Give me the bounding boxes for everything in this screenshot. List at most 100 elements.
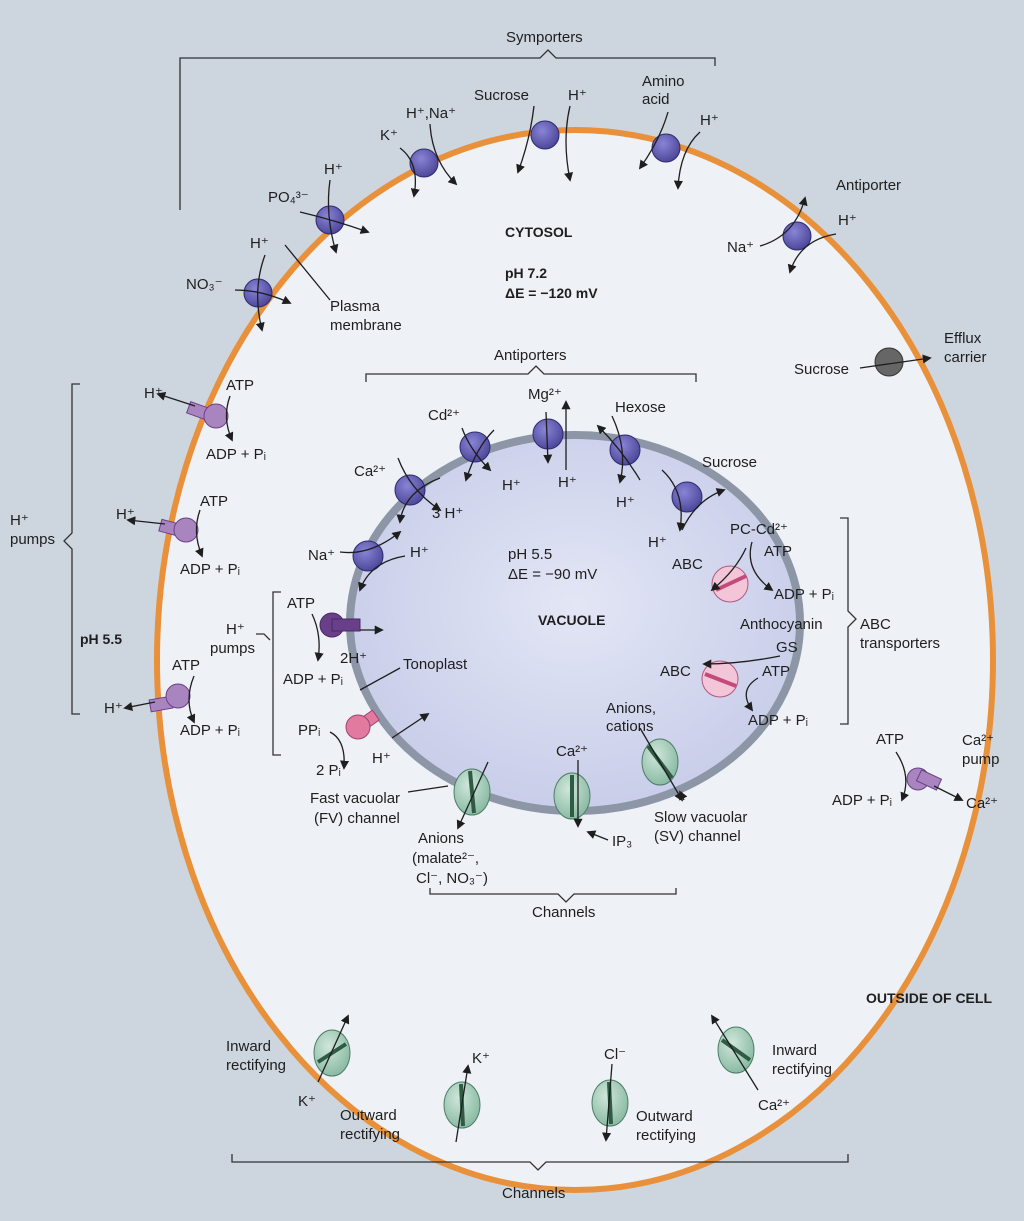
- anthocyanin-label: Anthocyanin: [740, 616, 823, 633]
- inward2-label-2: rectifying: [772, 1061, 832, 1078]
- tonoplast-pumps-label-1: H⁺: [226, 621, 245, 638]
- ca-pump-label-2: pump: [962, 751, 1000, 768]
- vac-cd-label: Cd²⁺: [428, 407, 460, 424]
- fv-pointer: [407, 785, 449, 793]
- anions-label-1: Anions: [418, 830, 464, 847]
- abc-label-2: ABC: [660, 663, 691, 680]
- vac-sucrose-label: Sucrose: [702, 454, 757, 471]
- pump3-adp: ADP + Pᵢ: [180, 722, 240, 739]
- antiporter-label: Antiporter: [836, 177, 901, 194]
- tonoplast-label: Tonoplast: [403, 656, 468, 673]
- v-atpase: ATP 2H⁺ ADP + Pᵢ: [283, 595, 384, 688]
- vac-na-label: Na⁺: [308, 547, 335, 564]
- ca-pump-atp: ATP: [876, 731, 904, 748]
- ca-pump-ca: Ca²⁺: [966, 795, 998, 812]
- vac-antiporter-na: Na⁺ H⁺: [308, 530, 429, 592]
- tonoplast-pumps-label-2: pumps: [210, 640, 255, 657]
- pm-h-pumps-bracket: [63, 383, 80, 715]
- cl-label: Cl⁻: [604, 1046, 626, 1063]
- vacuole-label: VACUOLE: [538, 612, 605, 628]
- vac-h-sucrose-label: H⁺: [648, 534, 667, 551]
- gs-label: GS: [776, 639, 798, 656]
- vac-3h-label: 3 H⁺: [432, 505, 463, 522]
- efflux-carrier: Sucrose Efflux carrier: [794, 330, 987, 378]
- sucrose-sym-label: Sucrose: [474, 87, 529, 104]
- v-ppase-h: H⁺: [372, 750, 391, 767]
- pm-outward-k-channel: K⁺ Outward rectifying: [340, 1050, 490, 1143]
- vac-antiporter-ca: Ca²⁺ 3 H⁺: [354, 457, 463, 524]
- v-ppase: PPᵢ 2 Pᵢ H⁺: [298, 709, 430, 779]
- abc-transporter-1: PC-Cd²⁺ ATP ADP + Pᵢ ABC: [672, 521, 834, 603]
- vac-h-hexose-label: H⁺: [616, 494, 635, 511]
- inward-label-1: Inward: [226, 1038, 271, 1055]
- antiporter-na-label: Na⁺: [727, 239, 754, 256]
- h-po4-label: H⁺: [324, 161, 343, 178]
- vacuole-channels-bracket: [429, 888, 677, 903]
- cytosol-potential: ΔE = −120 mV: [505, 285, 598, 301]
- abc-adp2: ADP + Pᵢ: [748, 712, 808, 729]
- vacuole-channels-label: Channels: [532, 904, 595, 921]
- ip3-label: IP₃: [612, 833, 632, 850]
- tonoplast-pumps-bracket-inner: [256, 633, 271, 641]
- v-atpase-adp: ADP + Pᵢ: [283, 671, 343, 688]
- ca-channel: Ca²⁺ IP₃: [553, 743, 632, 850]
- symporter-no3: NO₃⁻ H⁺: [186, 235, 292, 332]
- plasma-label-2: membrane: [330, 317, 402, 334]
- pm-ca-label: Ca²⁺: [758, 1097, 790, 1114]
- symporter-k: K⁺ H⁺,Na⁺: [380, 105, 458, 198]
- abc-atp2: ATP: [762, 663, 790, 680]
- vac-h-mg-label: H⁺: [558, 474, 577, 491]
- abc-group-label-1: ABC: [860, 616, 891, 633]
- v-atpase-2h: 2H⁺: [340, 650, 367, 667]
- antiporter-h-label: H⁺: [838, 212, 857, 229]
- pm-h-pump-3: H⁺ ATP ADP + Pᵢ: [104, 657, 240, 739]
- outside-cell-label: OUTSIDE OF CELL: [866, 990, 992, 1006]
- outward2-label-1: Outward: [636, 1108, 693, 1125]
- vac-mg-label: Mg²⁺: [528, 386, 562, 403]
- h-sucrose-label: H⁺: [568, 87, 587, 104]
- abc-atp1: ATP: [764, 543, 792, 560]
- pump3-atp: ATP: [172, 657, 200, 674]
- amino-label-2: acid: [642, 91, 670, 108]
- efflux-label-2: carrier: [944, 349, 987, 366]
- abc-pc-cd: PC-Cd²⁺: [730, 521, 788, 538]
- vacuole-ph: pH 5.5: [508, 546, 552, 563]
- pm-h-pumps-label-2: pumps: [10, 531, 55, 548]
- po4-label: PO₄³⁻: [268, 189, 309, 206]
- pm-h-pump-1: H⁺ ATP ADP + Pᵢ: [144, 377, 266, 463]
- pump2-atp: ATP: [200, 493, 228, 510]
- plasma-membrane-pointer: [284, 244, 331, 301]
- symporters-bracket: [179, 49, 716, 210]
- vac-antiporter-hexose: Hexose H⁺: [596, 399, 666, 511]
- cytosol-label: CYTOSOL: [505, 224, 573, 240]
- cytosol-ph: pH 7.2: [505, 265, 547, 281]
- amino-label-1: Amino: [642, 73, 685, 90]
- vac-ch-ca-label: Ca²⁺: [556, 743, 588, 760]
- sv-channel: Anions, cations Slow vacuolar (SV) chann…: [606, 700, 747, 845]
- ca-pump: ATP ADP + Pᵢ Ca²⁺ Ca²⁺ pump: [832, 731, 1000, 812]
- pm-channels-label: Channels: [502, 1185, 565, 1202]
- v-ppase-ppi: PPᵢ: [298, 722, 320, 739]
- outward2-label-2: rectifying: [636, 1127, 696, 1144]
- ca-pump-adp: ADP + Pᵢ: [832, 792, 892, 809]
- v-atpase-atp: ATP: [287, 595, 315, 612]
- anions-cations-label-1: Anions,: [606, 700, 656, 717]
- abc-adp1: ADP + Pᵢ: [774, 586, 834, 603]
- abc-bracket: [840, 517, 857, 725]
- pm-inward-ca-channel: Inward rectifying Ca²⁺: [711, 1014, 832, 1114]
- pm-antiporter: Na⁺ H⁺: [727, 196, 857, 274]
- plasma-label-1: Plasma: [330, 298, 381, 315]
- vacuole-antiporters-bracket: [365, 365, 697, 382]
- inward-label-2: rectifying: [226, 1057, 286, 1074]
- h-amino-label: H⁺: [700, 112, 719, 129]
- vac-antiporter-mg: Mg²⁺ H⁺: [528, 386, 577, 491]
- vacuole-potential: ΔE = −90 mV: [508, 566, 597, 583]
- symporters-label: Symporters: [506, 29, 583, 46]
- k-label: K⁺: [380, 127, 398, 144]
- efflux-sucrose-label: Sucrose: [794, 361, 849, 378]
- pump1-adp: ADP + Pᵢ: [206, 446, 266, 463]
- h-no3-label: H⁺: [250, 235, 269, 252]
- k-out-label: K⁺: [472, 1050, 490, 1067]
- fv-label-2: (FV) channel: [314, 810, 400, 827]
